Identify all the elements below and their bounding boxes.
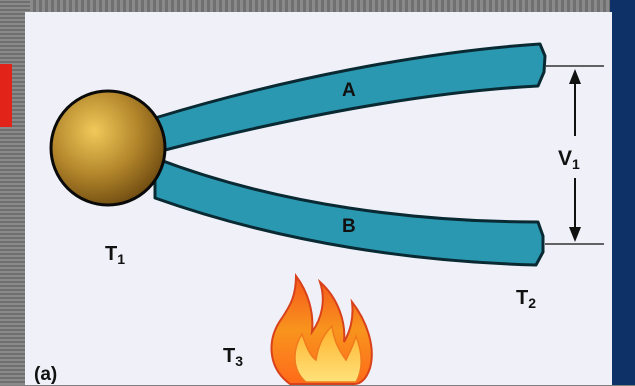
flame-icon (272, 276, 372, 384)
wire-b-label: B (342, 216, 356, 238)
voltage-label: V1 (558, 147, 580, 172)
wire-b (155, 158, 543, 265)
wire-a-label: A (342, 80, 356, 102)
temperature-t3-label: T3 (223, 345, 243, 369)
figure-tag: (a) (34, 364, 57, 386)
junction-ball (51, 91, 165, 205)
temperature-t2-label: T2 (516, 287, 536, 311)
temperature-t1-label: T1 (105, 243, 125, 267)
